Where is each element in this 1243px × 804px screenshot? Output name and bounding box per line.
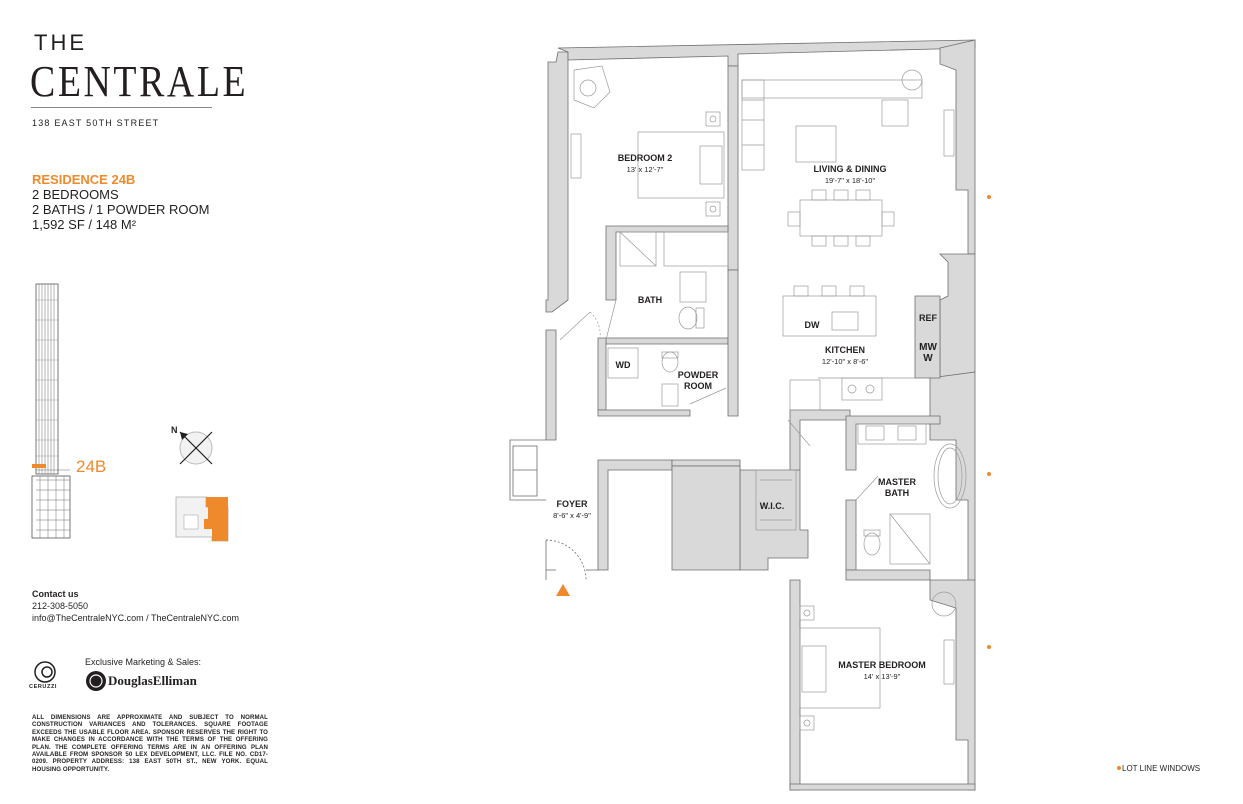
room-dims-master-bedroom: 14' x 13'-9": [863, 672, 901, 681]
building-elevation-diagram: [31, 283, 71, 539]
contact-heading: Contact us: [32, 589, 79, 599]
residence-bedrooms: 2 BEDROOMS: [32, 187, 119, 202]
douglas-elliman-logo-icon: [86, 671, 106, 691]
room-label-living: LIVING & DINING: [813, 164, 887, 174]
room-label-bath: BATH: [637, 295, 663, 305]
key-plan-diagram: [175, 496, 229, 542]
brand-address: 138 EAST 50TH STREET: [32, 118, 160, 128]
room-label-powder: POWDER ROOM: [677, 370, 719, 391]
room-label-master-bath: MASTER BATH: [878, 477, 916, 498]
compass-icon: [179, 431, 213, 465]
room-label-foyer: FOYER: [556, 499, 588, 509]
appliance-label-mw: MW W: [919, 342, 937, 364]
entry-arrow-icon: [556, 584, 570, 596]
appliance-label-dw: DW: [804, 320, 820, 330]
room-dims-bedroom2: 13' x 12'-7": [626, 165, 664, 174]
room-dims-kitchen: 12'-10" x 8'-6": [821, 357, 869, 366]
compass-label: N: [171, 425, 178, 435]
room-label-kitchen: KITCHEN: [825, 345, 865, 355]
floor-marker: 24B: [76, 457, 107, 476]
contact-links[interactable]: info@TheCentraleNYC.com / TheCentraleNYC…: [32, 613, 240, 623]
residence-title: RESIDENCE 24B: [32, 172, 136, 187]
legend-lot-line-windows: LOT LINE WINDOWS: [1122, 764, 1201, 773]
room-label-bedroom2: BEDROOM 2: [617, 153, 673, 163]
room-label-wic: W.I.C.: [759, 501, 785, 511]
floor-highlight: [32, 464, 46, 468]
brand-name: CENTRALE: [30, 57, 249, 106]
room-dims-foyer: 8'-6" x 4'-9": [553, 511, 591, 520]
douglas-elliman-logo-text: DouglasElliman: [108, 673, 197, 688]
brand-the: THE: [34, 30, 87, 55]
brand-divider: [31, 107, 212, 108]
room-label-master-bedroom: MASTER BEDROOM: [838, 660, 926, 670]
appliance-label-ref: REF: [919, 313, 937, 323]
room-label-wd: WD: [615, 360, 631, 370]
ceruzzi-logo-text: CERUZZI: [29, 684, 58, 690]
marketing-label: Exclusive Marketing & Sales:: [85, 657, 202, 667]
ceruzzi-logo-icon: [34, 661, 56, 683]
residence-baths: 2 BATHS / 1 POWDER ROOM: [32, 202, 210, 217]
residence-area: 1,592 SF / 148 M²: [32, 217, 137, 232]
contact-phone[interactable]: 212-308-5050: [32, 601, 89, 611]
disclaimer-text: ALL DIMENSIONS ARE APPROXIMATE AND SUBJE…: [32, 714, 268, 773]
room-dims-living: 19'-7" x 18'-10": [824, 176, 876, 185]
